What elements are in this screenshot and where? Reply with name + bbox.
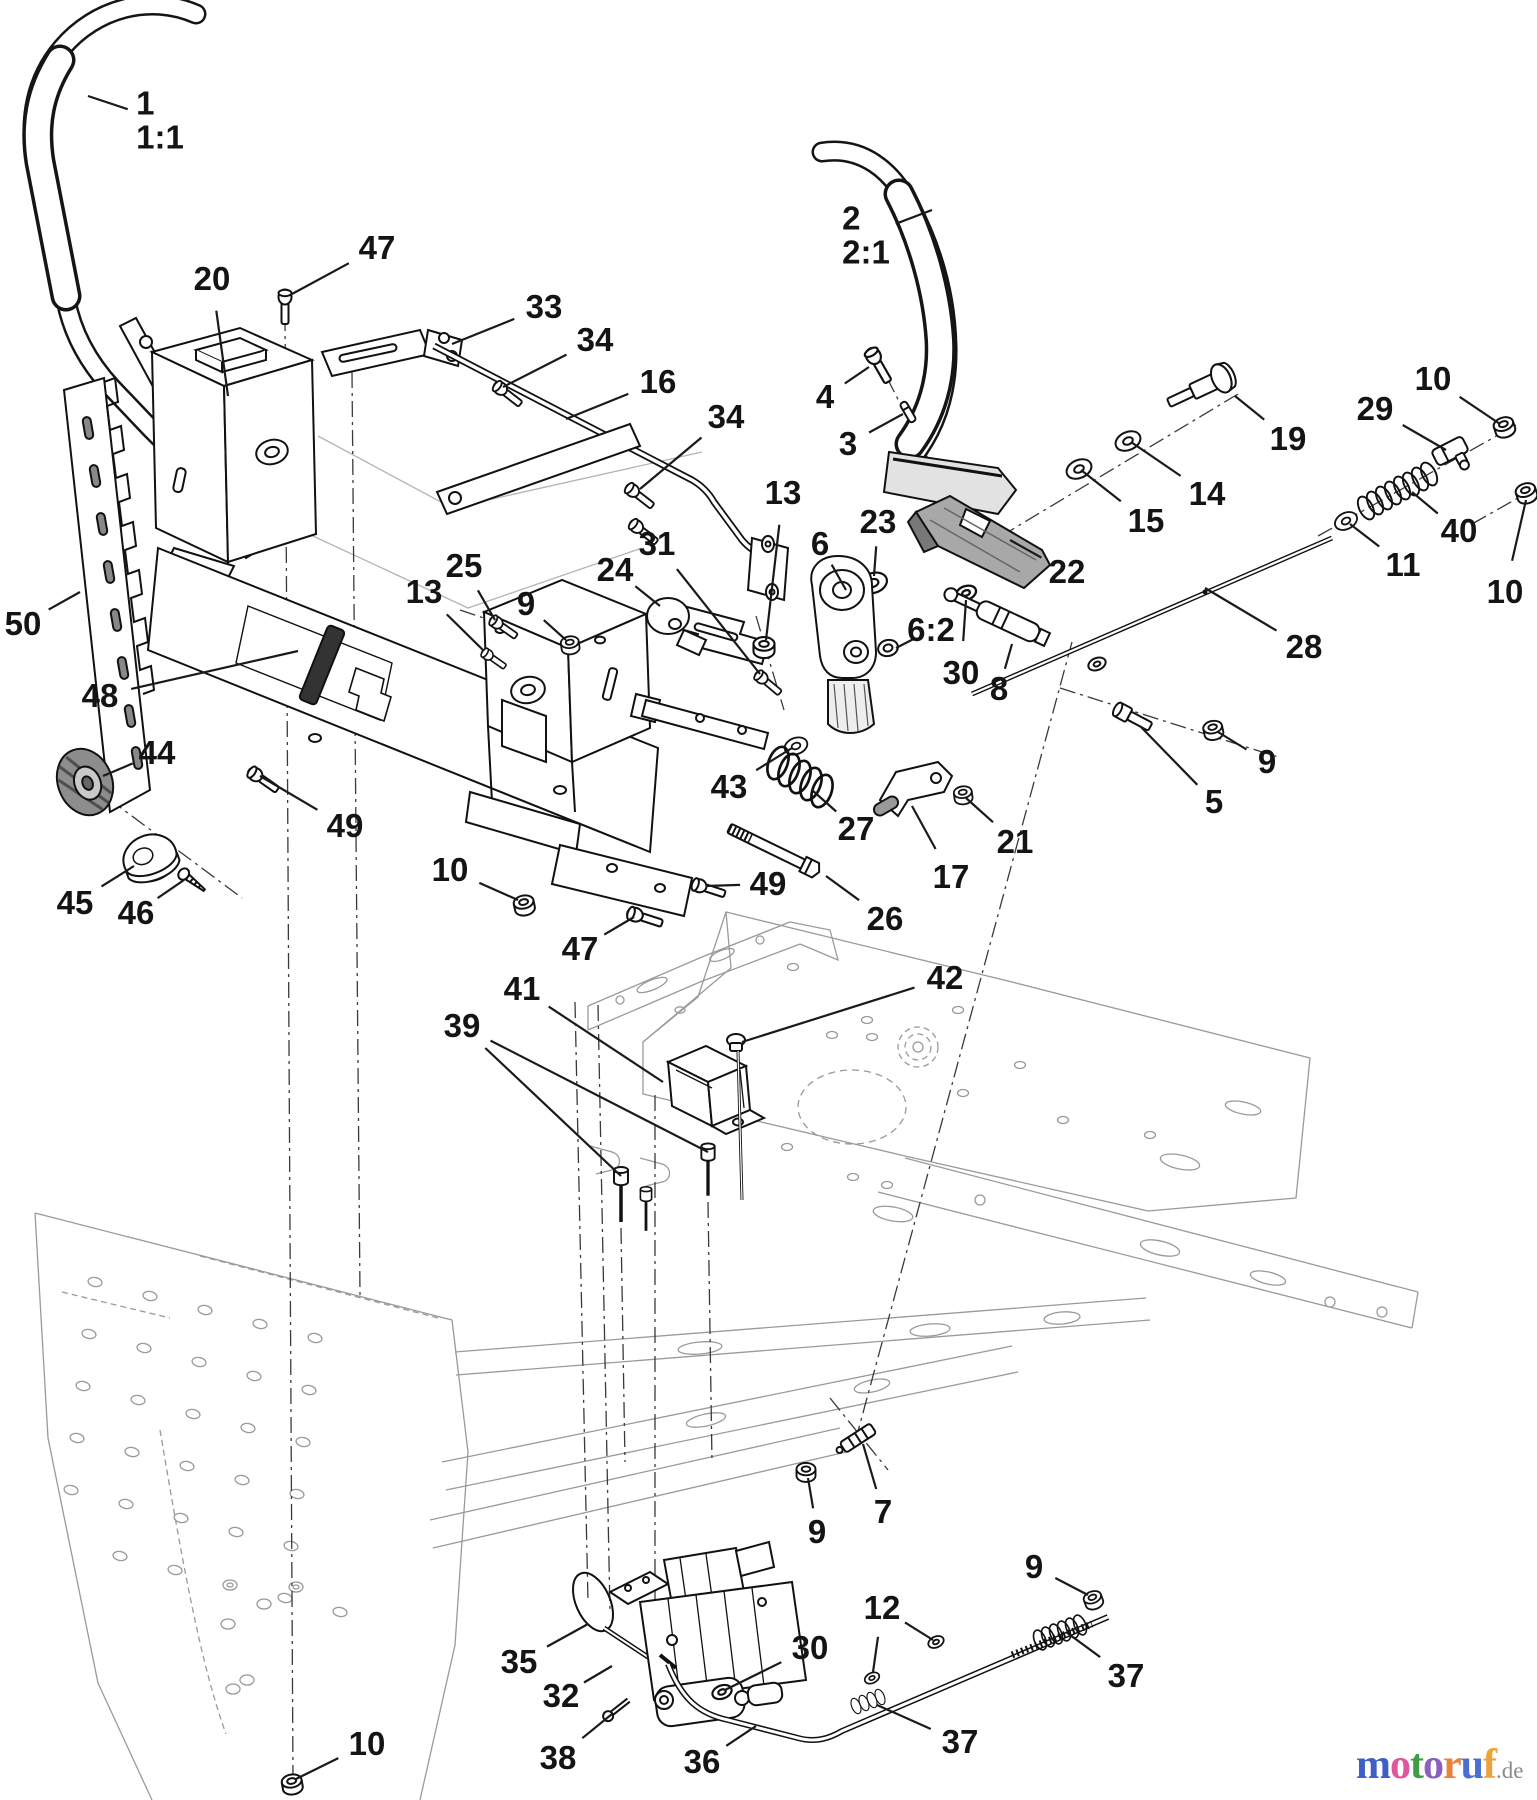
part-callout-36: 36 bbox=[683, 1743, 721, 1781]
part-callout-14: 14 bbox=[1188, 475, 1226, 513]
part-callout-28: 28 bbox=[1285, 628, 1323, 666]
logo-letter: f bbox=[1483, 1742, 1497, 1788]
logo-letter: m bbox=[1356, 1742, 1391, 1788]
part-callout-35: 35 bbox=[500, 1643, 538, 1681]
part-callout-47: 47 bbox=[561, 930, 599, 968]
part-callout-12: 12 bbox=[863, 1589, 901, 1627]
indicator-bracket-50 bbox=[62, 376, 156, 814]
part-callout-34: 34 bbox=[707, 398, 745, 436]
logo-letter: o bbox=[1423, 1742, 1444, 1788]
logo-letter: u bbox=[1460, 1742, 1484, 1788]
part-callout-38: 38 bbox=[539, 1739, 577, 1777]
part-callout-17: 17 bbox=[932, 858, 970, 896]
part-callout-27: 27 bbox=[837, 810, 875, 848]
part-callout-16: 16 bbox=[639, 363, 677, 401]
part-callout-33: 33 bbox=[525, 288, 563, 326]
part-callout-48: 48 bbox=[81, 677, 119, 715]
logo-letter: o bbox=[1390, 1742, 1411, 1788]
part-callout-30: 30 bbox=[942, 654, 980, 692]
part-callout-43: 43 bbox=[710, 768, 748, 806]
part-callout-25: 25 bbox=[445, 547, 483, 585]
part-callout-9: 9 bbox=[1024, 1548, 1044, 1586]
right-motion-handle bbox=[811, 140, 1018, 516]
logo-word: motoruf bbox=[1356, 1742, 1497, 1788]
part-callout-9: 9 bbox=[516, 585, 536, 623]
part-callout-22: 22 bbox=[1048, 553, 1086, 591]
part-callout-29: 29 bbox=[1356, 390, 1394, 428]
part-callout-37: 37 bbox=[941, 1723, 979, 1761]
part-callout-23: 23 bbox=[859, 503, 897, 541]
part-callout-44: 44 bbox=[138, 734, 176, 772]
part-callout-15: 15 bbox=[1127, 502, 1165, 540]
part-callout-34: 34 bbox=[576, 321, 614, 359]
part-callout-21: 21 bbox=[996, 823, 1034, 861]
part-callout-37: 37 bbox=[1107, 1657, 1145, 1695]
part-callout-6: 6 bbox=[810, 525, 830, 563]
part-callout-41: 41 bbox=[503, 970, 541, 1008]
part-callout-6-2: 6:2 bbox=[907, 611, 955, 649]
lever-cluster bbox=[478, 494, 1052, 734]
part-callout-30: 30 bbox=[791, 1629, 829, 1667]
part-callout-49: 49 bbox=[326, 807, 364, 845]
part-callout-26: 26 bbox=[866, 900, 904, 938]
part-callout-45: 45 bbox=[56, 884, 94, 922]
part-callout-49: 49 bbox=[749, 865, 787, 903]
part-callout-10: 10 bbox=[348, 1725, 386, 1763]
part-callout-40: 40 bbox=[1440, 512, 1478, 550]
part-callout-32: 32 bbox=[542, 1677, 580, 1715]
damper-and-rod bbox=[943, 535, 1333, 697]
part-callout-13: 13 bbox=[405, 573, 443, 611]
part-callout-10: 10 bbox=[1486, 573, 1524, 611]
part-callout-19: 19 bbox=[1269, 420, 1307, 458]
part-callout-10: 10 bbox=[431, 851, 469, 889]
part-callout-9: 9 bbox=[807, 1513, 827, 1551]
part-callout-11: 11 bbox=[1385, 546, 1421, 584]
part-callout-39: 39 bbox=[443, 1007, 481, 1045]
spring-bracket-cluster bbox=[511, 692, 975, 931]
part-callout-24: 24 bbox=[596, 551, 634, 589]
part-callout-20: 20 bbox=[193, 260, 231, 298]
motoruf-logo: motoruf.de bbox=[1356, 1744, 1523, 1786]
logo-letter: t bbox=[1410, 1742, 1424, 1788]
control-panel-48 bbox=[146, 546, 660, 854]
part-callout-5: 5 bbox=[1204, 783, 1224, 821]
right-fasteners bbox=[862, 344, 1537, 743]
part-callout-46: 46 bbox=[117, 894, 155, 932]
part-callout-50: 50 bbox=[4, 605, 42, 643]
part-callout-31: 31 bbox=[638, 525, 676, 563]
part-callout-13: 13 bbox=[764, 474, 802, 512]
bottom-fasteners bbox=[279, 1423, 877, 1798]
part-callout-47: 47 bbox=[358, 229, 396, 267]
logo-suffix: .de bbox=[1496, 1758, 1524, 1783]
assembly-axes bbox=[61, 314, 1519, 1779]
part-callout-7: 7 bbox=[873, 1493, 893, 1531]
part-callout-9: 9 bbox=[1257, 743, 1277, 781]
part-callout-10: 10 bbox=[1414, 360, 1452, 398]
part-callout-8: 8 bbox=[989, 670, 1009, 708]
part-callout-42: 42 bbox=[926, 959, 964, 997]
part-callout-3: 3 bbox=[838, 425, 858, 463]
logo-letter: r bbox=[1443, 1742, 1462, 1788]
part-callout-4: 4 bbox=[815, 378, 835, 416]
